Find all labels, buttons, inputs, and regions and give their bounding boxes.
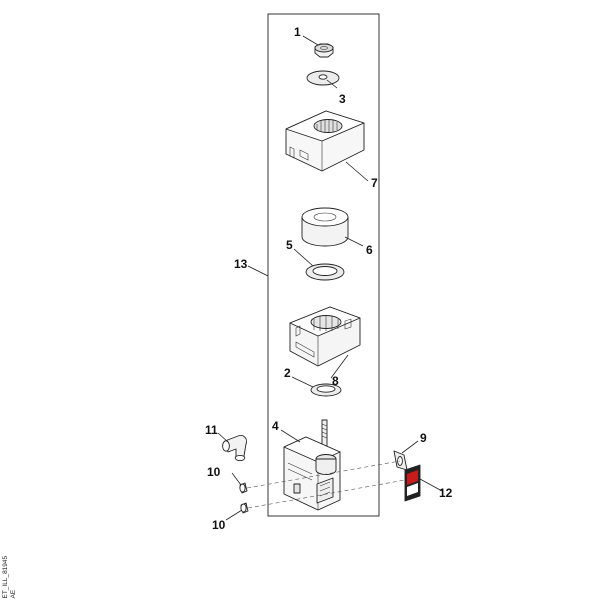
leader-9: [401, 440, 419, 454]
leader-7: [345, 161, 369, 182]
part-5-ring: [305, 263, 345, 281]
callout-11: 11: [205, 423, 218, 437]
leader-11: [217, 432, 229, 443]
part-1-nut: [314, 43, 334, 58]
leader-8: [330, 354, 349, 379]
callout-10-lower: 10: [212, 518, 226, 532]
callout-13: 13: [234, 257, 248, 271]
leader-10-upper: [231, 472, 242, 486]
leader-1: [302, 35, 319, 46]
callout-2: 2: [284, 366, 291, 380]
part-4-carburetor: [283, 419, 341, 511]
document-code-text: ET_ILL_81945: [2, 555, 9, 598]
callout-10-upper: 10: [207, 465, 221, 479]
leader-2: [291, 376, 314, 388]
assembly-group-frame: [267, 13, 380, 517]
leader-5: [293, 248, 314, 267]
callout-12: 12: [439, 486, 453, 500]
leader-3: [326, 79, 338, 89]
leader-6: [344, 236, 364, 247]
part-10-plug-lower: [240, 502, 249, 514]
document-code: ET_ILL_81945 AE: [1, 555, 19, 598]
leader-12: [419, 478, 443, 492]
document-code-suffix: AE: [10, 589, 17, 598]
callout-8: 8: [332, 374, 339, 388]
part-2-o-ring: [310, 383, 342, 397]
dashed-assembly-line-plug-lower: [247, 479, 406, 509]
part-8-filter-housing: [289, 306, 361, 367]
part-11-elbow-fitting: [222, 435, 247, 462]
callout-4: 4: [272, 419, 279, 433]
callout-6: 6: [366, 243, 373, 257]
leader-4: [280, 429, 301, 443]
callout-3: 3: [339, 92, 346, 106]
part-6-filter-element: [301, 207, 349, 247]
part-3-washer: [306, 70, 340, 86]
dashed-assembly-line-plug-upper: [246, 460, 401, 489]
callout-9: 9: [420, 431, 427, 445]
part-12-label: [404, 464, 421, 502]
part-10-plug-upper: [239, 482, 248, 494]
callout-7: 7: [371, 176, 378, 190]
callout-5: 5: [286, 238, 293, 252]
leader-13: [247, 265, 269, 277]
part-9-gasket: [393, 450, 408, 471]
part-7-filter-cover: [285, 110, 365, 172]
leader-10-lower: [225, 509, 243, 521]
callout-1: 1: [294, 25, 301, 39]
